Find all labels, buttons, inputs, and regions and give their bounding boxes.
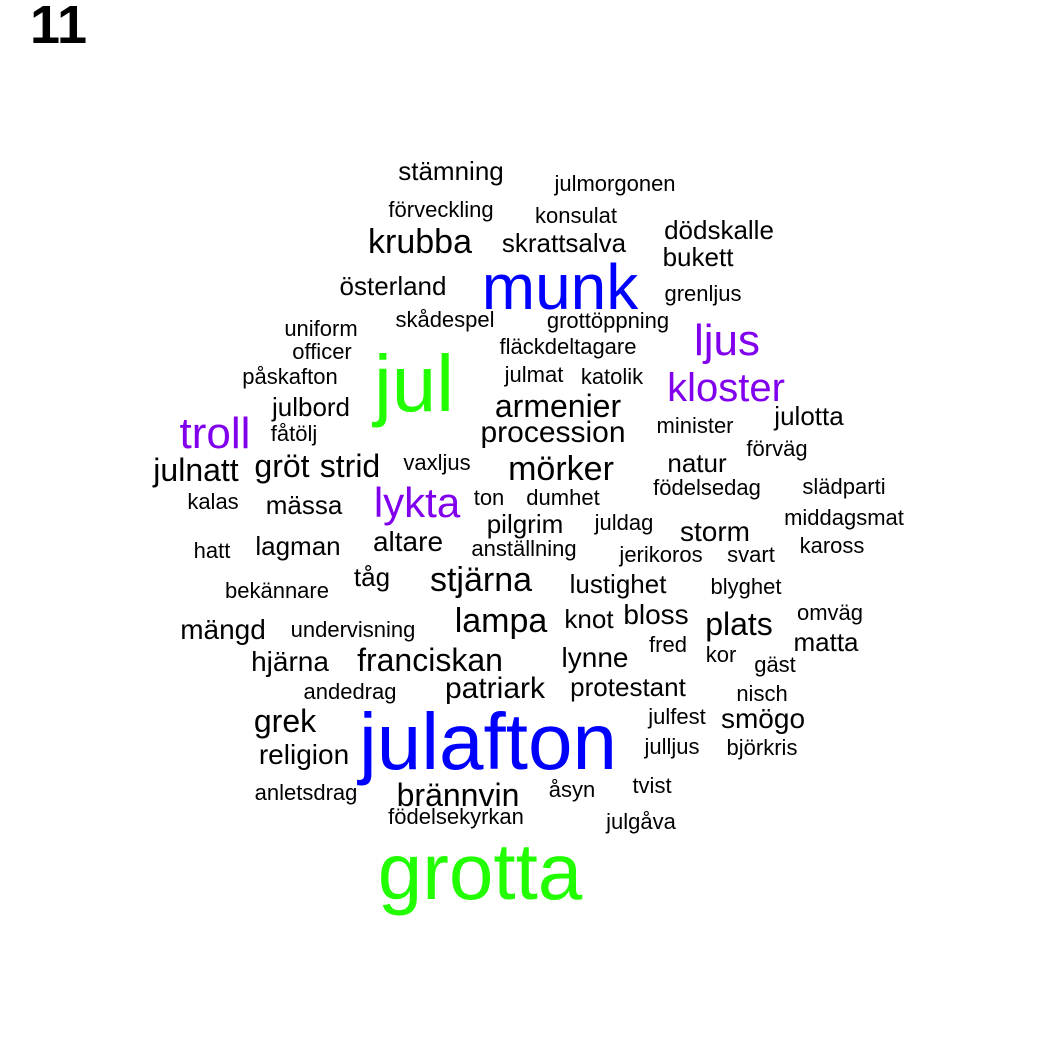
word-90: julgåva (606, 809, 676, 834)
word-56: julmat (504, 362, 564, 387)
word-42: smögo (720, 703, 806, 734)
word-64: kalas (187, 489, 239, 514)
word-61: vaxljus (403, 450, 471, 475)
word-87: åsyn (548, 777, 596, 802)
word-82: nisch (736, 681, 788, 706)
word-76: omväg (796, 600, 864, 625)
word-30: altare (372, 526, 444, 557)
word-71: jerikoros (619, 542, 703, 567)
word-58: minister (656, 413, 734, 438)
word-2: jul (373, 339, 455, 428)
word-48: konsulat (535, 203, 617, 228)
word-13: grek (253, 703, 317, 739)
word-40: matta (793, 627, 859, 657)
word-84: julljus (644, 734, 700, 759)
word-0: grotta (377, 827, 583, 916)
word-1: julafton (359, 697, 617, 786)
word-67: juldag (594, 510, 654, 535)
word-19: patriark (444, 672, 546, 705)
word-63: slädparti (802, 474, 886, 499)
word-26: julbord (271, 392, 351, 422)
word-18: gröt (254, 448, 310, 484)
word-4: ljus (693, 316, 761, 365)
word-80: gäst (754, 652, 796, 677)
word-86: anletsdrag (254, 780, 358, 805)
word-43: religion (258, 739, 350, 770)
word-50: uniform (284, 316, 358, 341)
panel-label: 11 (30, 0, 88, 55)
word-17: strid (319, 448, 381, 484)
word-73: kaross (799, 533, 865, 558)
word-69: hatt (193, 538, 231, 563)
word-51: skådespel (395, 307, 495, 332)
word-24: bukett (662, 242, 734, 272)
word-49: grenljus (664, 281, 742, 306)
word-22: skrattsalva (501, 228, 627, 258)
word-45: stämning (398, 156, 504, 186)
word-6: troll (179, 409, 251, 458)
word-21: procession (480, 416, 626, 449)
word-85: björkris (726, 735, 798, 760)
word-35: mängd (180, 614, 266, 645)
word-5: kloster (667, 366, 785, 410)
word-54: fläckdeltagare (499, 334, 637, 359)
word-20: plats (705, 606, 773, 642)
word-15: brännvin (396, 777, 520, 813)
word-66: dumhet (526, 485, 600, 510)
word-32: lagman (255, 531, 341, 561)
word-83: julfest (648, 704, 706, 729)
word-7: lykta (373, 479, 461, 526)
word-78: fred (649, 632, 687, 657)
word-53: officer (292, 339, 352, 364)
word-72: svart (727, 542, 775, 567)
word-12: franciskan (357, 642, 503, 678)
word-65: ton (473, 485, 505, 510)
word-74: blyghet (710, 574, 782, 599)
word-28: natur (667, 448, 727, 478)
word-23: dödskalle (664, 215, 774, 245)
word-70: anställning (471, 536, 577, 561)
word-39: lynne (561, 642, 629, 673)
word-52: grottöppning (546, 308, 670, 333)
word-37: knot (564, 604, 614, 634)
word-55: påskafton (242, 364, 338, 389)
word-29: mässa (265, 490, 343, 520)
word-60: förväg (746, 436, 808, 461)
word-59: fåtölj (270, 421, 318, 446)
word-9: lampa (454, 602, 548, 640)
word-36: bloss (623, 599, 689, 630)
word-41: protestant (570, 672, 686, 702)
word-38: hjärna (251, 646, 329, 677)
word-31: storm (680, 516, 750, 547)
word-33: tåg (353, 562, 391, 592)
word-14: armenier (494, 388, 622, 424)
word-81: andedrag (303, 679, 397, 704)
word-57: katolik (580, 364, 644, 389)
word-16: julnatt (153, 452, 239, 488)
word-34: lustighet (569, 569, 667, 599)
word-10: mörker (508, 450, 614, 488)
word-62: födelsedag (653, 475, 761, 500)
word-79: kor (705, 642, 737, 667)
word-47: förveckling (388, 197, 494, 222)
word-88: tvist (632, 773, 672, 798)
word-77: undervisning (290, 617, 416, 642)
word-46: julmorgonen (554, 171, 676, 196)
word-44: pilgrim (486, 509, 564, 539)
word-3: munk (481, 251, 639, 323)
word-27: julotta (774, 401, 844, 431)
word-75: bekännare (225, 578, 329, 603)
word-68: middagsmat (784, 505, 904, 530)
word-8: stjärna (429, 561, 533, 599)
word-11: krubba (368, 223, 472, 261)
word-25: österland (339, 271, 447, 301)
word-89: födelsekyrkan (388, 804, 524, 829)
